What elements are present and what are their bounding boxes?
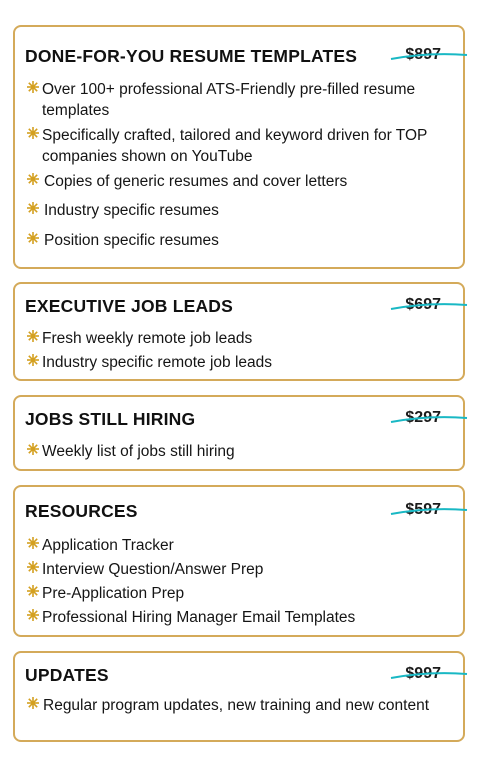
gold-starburst-icon [27,232,39,244]
list-item: Pre-Application Prep [27,583,455,604]
section-card-resume-templates: DONE-FOR-YOU RESUME TEMPLATES $897 Over … [13,25,468,269]
section-card-job-leads: EXECUTIVE JOB LEADS $697 Fresh weekly re… [13,282,468,381]
list-item: Industry specific remote job leads [27,352,455,373]
list-item: Fresh weekly remote job leads [27,328,455,349]
section-title: DONE-FOR-YOU RESUME TEMPLATES [25,46,358,66]
gold-starburst-icon [27,127,39,139]
list-item: Professional Hiring Manager Email Templa… [27,607,455,628]
gold-starburst-icon [27,561,39,573]
gold-starburst-icon [27,443,39,455]
list-item: Interview Question/Answer Prep [27,559,455,580]
section-card-resources: RESOURCES $597 Application Tracker Inter… [13,485,468,637]
gold-starburst-icon [27,202,39,214]
teal-strikethrough-icon [391,416,468,423]
strikethrough-price: $597 [391,501,468,519]
teal-strikethrough-icon [391,53,468,60]
gold-starburst-icon [27,81,39,93]
list-item: Position specific resumes [27,230,455,251]
section-title: RESOURCES [25,501,138,521]
list-item: Specifically crafted, tailored and keywo… [27,125,455,167]
list-item: Application Tracker [27,535,455,556]
teal-strikethrough-icon [391,303,468,310]
list-item: Industry specific resumes [27,200,455,221]
gold-starburst-icon [27,354,39,366]
list-item: Over 100+ professional ATS-Friendly pre-… [27,79,455,121]
gold-starburst-icon [27,609,39,621]
teal-strikethrough-icon [391,672,468,679]
list-item: Regular program updates, new training an… [27,695,455,716]
gold-starburst-icon [27,697,39,709]
section-title: EXECUTIVE JOB LEADS [25,296,234,316]
gold-starburst-icon [27,330,39,342]
list-item: Weekly list of jobs still hiring [27,441,455,462]
section-title: UPDATES [25,665,109,685]
strikethrough-price: $997 [391,665,468,683]
strikethrough-price: $697 [391,296,468,314]
strikethrough-price: $897 [391,46,468,64]
gold-starburst-icon [27,173,39,185]
strikethrough-price: $297 [391,409,468,427]
section-card-jobs-still-hiring: JOBS STILL HIRING $297 Weekly list of jo… [13,395,468,471]
teal-strikethrough-icon [391,508,468,515]
section-card-updates: UPDATES $997 Regular program updates, ne… [13,651,468,742]
gold-starburst-icon [27,537,39,549]
list-item: Copies of generic resumes and cover lett… [27,171,455,192]
gold-starburst-icon [27,585,39,597]
section-title: JOBS STILL HIRING [25,409,196,429]
